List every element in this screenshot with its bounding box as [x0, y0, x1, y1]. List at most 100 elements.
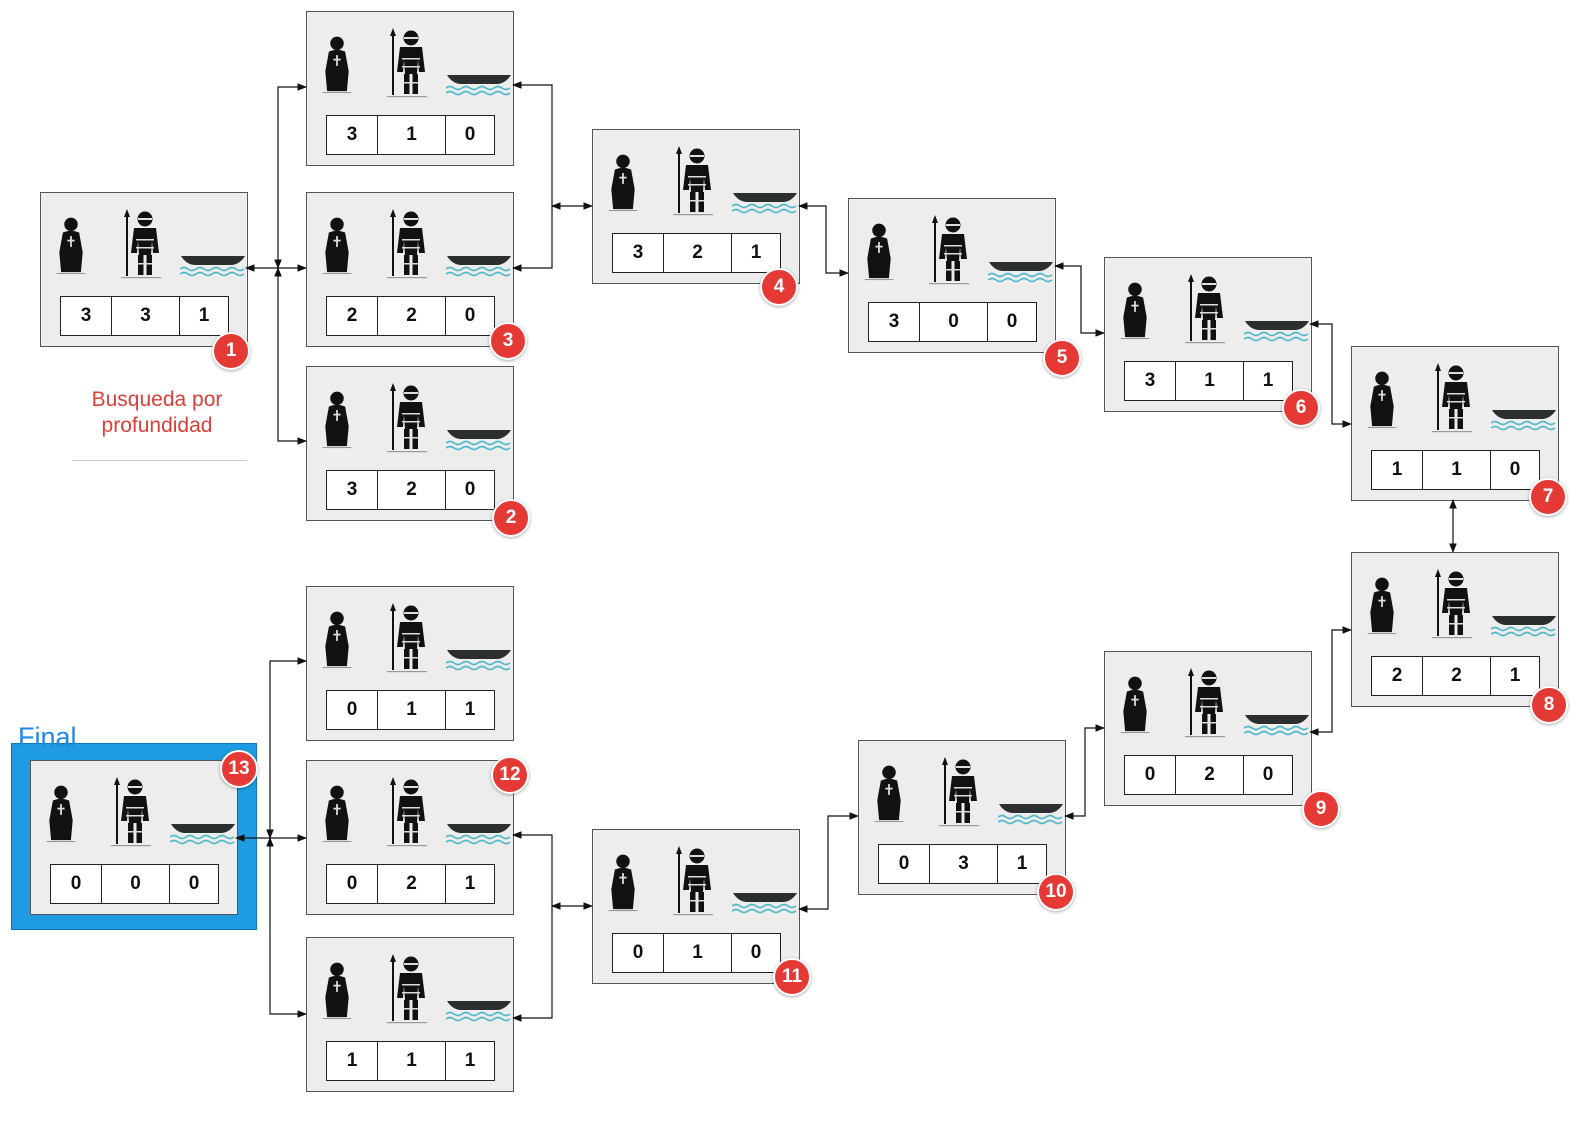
state-missionaries: 0	[1144, 764, 1156, 785]
edge-n8-n9	[1309, 626, 1352, 736]
missionary-icon	[605, 150, 641, 221]
boat-icon	[1490, 613, 1557, 644]
step-badge: 10	[1037, 873, 1075, 911]
edge-na-n4	[512, 81, 553, 272]
state-boat-side: 1	[445, 691, 494, 729]
step-badge: 2	[492, 499, 530, 537]
state-cannibals: 1	[1175, 362, 1243, 400]
edge-n1-n2	[274, 267, 307, 445]
state-cannibals: 2	[1422, 657, 1490, 695]
boat-icon	[169, 821, 236, 852]
boat-icon	[445, 253, 512, 284]
state-missionaries: 3	[80, 305, 92, 326]
cannibal-icon	[119, 209, 163, 286]
step-badge: 12	[491, 756, 529, 794]
state-boat-side: 1	[445, 1042, 494, 1080]
diagram-caption: Busqueda por profundidad	[91, 388, 223, 437]
boat-icon	[731, 190, 798, 221]
state-cannibals: 2	[377, 471, 445, 509]
missionary-icon	[1364, 367, 1400, 438]
missionary-icon	[1117, 278, 1153, 349]
state-missionaries: 2	[1391, 665, 1403, 686]
state-missionaries: 0	[346, 699, 358, 720]
step-badge: 9	[1302, 790, 1340, 828]
state-boat-side: 0	[987, 303, 1036, 341]
cannibal-icon	[1183, 274, 1227, 351]
step-badge: 11	[773, 958, 811, 996]
missionary-icon	[319, 213, 355, 284]
state-missionaries: 1	[1391, 459, 1403, 480]
step-badge: 7	[1529, 478, 1567, 516]
cannibal-icon	[385, 383, 429, 460]
missionary-icon	[1364, 573, 1400, 644]
cannibal-icon	[109, 777, 153, 854]
cannibal-icon	[1430, 363, 1474, 440]
boat-icon	[731, 890, 798, 921]
state-boat-side: 1	[997, 845, 1046, 883]
edge-n11-n12	[512, 831, 553, 1022]
cannibal-icon	[385, 28, 429, 105]
missionary-icon	[319, 958, 355, 1029]
state-cannibals: 0	[919, 303, 987, 341]
state-missionaries: 0	[70, 873, 82, 894]
boat-icon	[445, 821, 512, 852]
cannibal-icon	[671, 846, 715, 923]
cannibal-icon	[385, 777, 429, 854]
cannibal-icon	[671, 146, 715, 223]
missionary-icon	[861, 219, 897, 290]
state-cannibals: 3	[929, 845, 997, 883]
boat-icon	[445, 427, 512, 458]
edge-n13-nc	[266, 837, 307, 1018]
state-boat-side: 1	[731, 234, 780, 272]
state-missionaries: 3	[888, 311, 900, 332]
boat-icon	[1490, 407, 1557, 438]
missionary-icon	[319, 607, 355, 678]
state-missionaries: 3	[346, 124, 358, 145]
state-missionaries: 3	[346, 479, 358, 500]
cannibal-icon	[1183, 668, 1227, 745]
state-missionaries: 0	[898, 853, 910, 874]
missionary-icon	[319, 781, 355, 852]
state-cannibals: 2	[1175, 756, 1243, 794]
state-cannibals: 2	[377, 297, 445, 335]
final-label: Final	[18, 722, 77, 752]
state-missionaries: 0	[632, 942, 644, 963]
boat-icon	[997, 801, 1064, 832]
cannibal-icon	[385, 209, 429, 286]
boat-icon	[987, 259, 1054, 290]
state-missionaries: 3	[1144, 370, 1156, 391]
state-boat-side: 1	[1243, 362, 1292, 400]
edge-n4-n5	[798, 202, 849, 277]
cannibal-icon	[385, 603, 429, 680]
edge-n6-n7	[1309, 320, 1352, 428]
state-boat-side: 0	[1243, 756, 1292, 794]
edge-n9-n10	[1064, 724, 1105, 820]
state-cannibals: 1	[377, 1042, 445, 1080]
state-cannibals: 2	[663, 234, 731, 272]
state-boat-side: 1	[179, 297, 228, 335]
state-boat-side: 0	[445, 116, 494, 154]
